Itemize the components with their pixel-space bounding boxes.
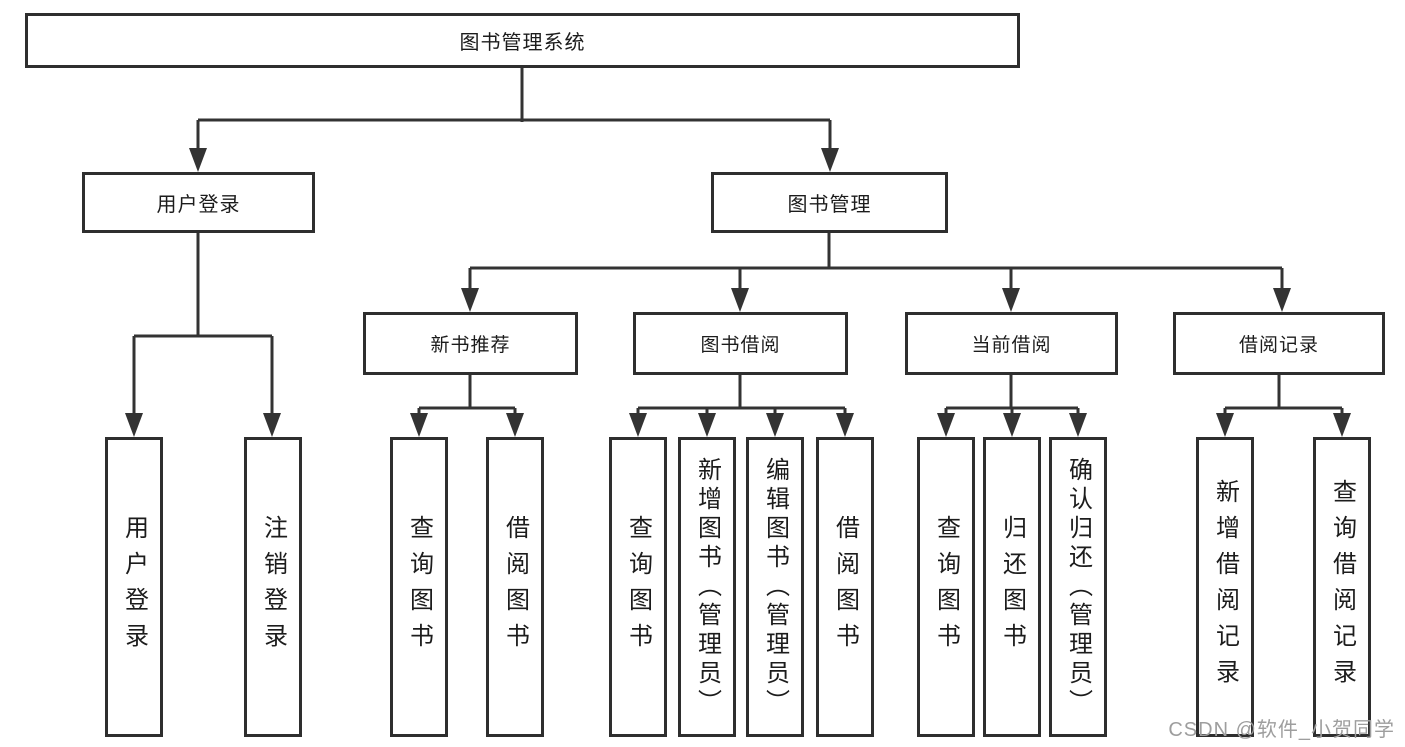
leaf-query-books-1: 查询图书 — [390, 437, 448, 737]
leaf-label: 归还图书 — [998, 515, 1026, 659]
leaf-borrow-books-1: 借阅图书 — [486, 437, 544, 737]
leaf-add-borrow-record: 新增借阅记录 — [1196, 437, 1254, 737]
leaf-label: 确认归还（管理员） — [1064, 456, 1092, 718]
leaf-borrow-books-2: 借阅图书 — [816, 437, 874, 737]
leaf-query-borrow-record: 查询借阅记录 — [1313, 437, 1371, 737]
leaf-label: 查询借阅记录 — [1328, 479, 1356, 695]
node-root: 图书管理系统 — [25, 13, 1020, 68]
node-user-login: 用户登录 — [82, 172, 315, 233]
leaf-label: 查询图书 — [932, 515, 960, 659]
watermark-text: CSDN @软件_小贺同学 — [1168, 719, 1395, 741]
leaf-add-books-admin: 新增图书（管理员） — [678, 437, 736, 737]
leaf-label: 注销登录 — [259, 515, 287, 659]
node-book-borrowing: 图书借阅 — [633, 312, 848, 375]
leaf-label: 新增借阅记录 — [1211, 479, 1239, 695]
leaf-label: 编辑图书（管理员） — [761, 456, 789, 718]
leaf-confirm-return-admin: 确认归还（管理员） — [1049, 437, 1107, 737]
node-borrowing-records: 借阅记录 — [1173, 312, 1385, 375]
node-book-management: 图书管理 — [711, 172, 948, 233]
leaf-query-books-3: 查询图书 — [917, 437, 975, 737]
node-current-borrowing: 当前借阅 — [905, 312, 1118, 375]
leaf-label: 查询图书 — [405, 515, 433, 659]
leaf-label: 借阅图书 — [501, 515, 529, 659]
leaf-label: 新增图书（管理员） — [693, 456, 721, 718]
leaf-label: 借阅图书 — [831, 515, 859, 659]
leaf-label: 用户登录 — [120, 515, 148, 659]
leaf-return-books: 归还图书 — [983, 437, 1041, 737]
leaf-query-books-2: 查询图书 — [609, 437, 667, 737]
leaf-user-login: 用户登录 — [105, 437, 163, 737]
leaf-label: 查询图书 — [624, 515, 652, 659]
leaf-logout: 注销登录 — [244, 437, 302, 737]
leaf-edit-books-admin: 编辑图书（管理员） — [746, 437, 804, 737]
node-new-book-recommend: 新书推荐 — [363, 312, 578, 375]
